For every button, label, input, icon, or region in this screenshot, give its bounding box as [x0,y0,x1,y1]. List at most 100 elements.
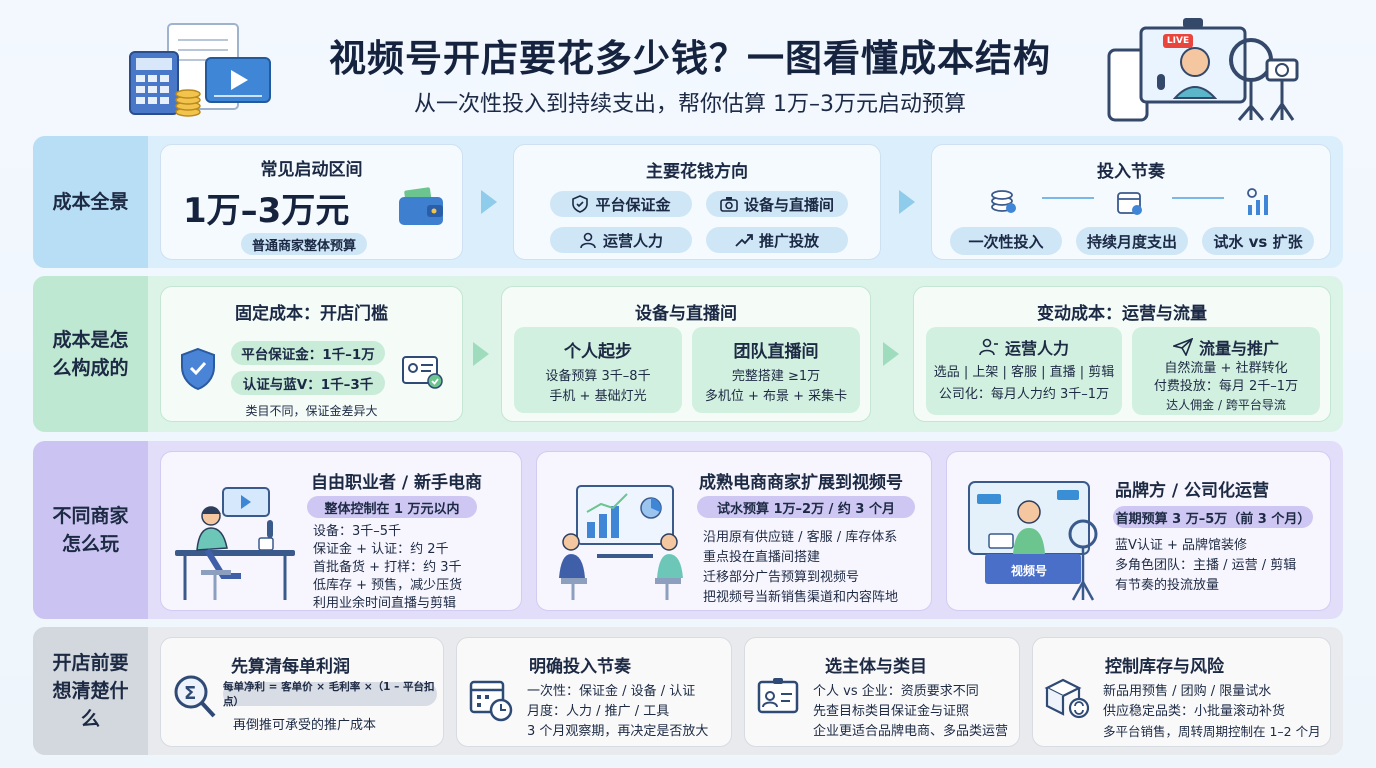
card-inventory: 控制库存与风险 新品用预售 / 团购 / 限量试水 供应稳定品类：小批量滚动补货… [1032,637,1331,747]
card-freelancer: 自由职业者 / 新手电商 整体控制在 1 万元以内 设备：3千–5千 保证金 +… [160,451,522,611]
person-icon [580,232,596,249]
badge-icon [757,676,801,720]
card-title: 变动成本：运营与流量 [1037,304,1207,324]
budget-tag: 试水预算 1万–2万 / 约 3 个月 [697,496,915,518]
sub-line: 达人佣金 / 跨平台导流 [1166,398,1286,412]
pill-trial-vs-expand: 试水 vs 扩张 [1202,227,1314,255]
page-title: 视频号开店要花多少钱？一图看懂成本结构 [329,37,1051,80]
paper-plane-icon [1172,338,1193,356]
live-badge: LIVE [1166,36,1190,46]
sub-line: 完整搭建 ≥1万 [731,369,821,384]
detail-line: 企业更适合品牌电商、多品类运营 [813,724,1009,739]
sub-line: 设备预算 3千–8千 [545,369,651,384]
card-title: 控制库存与风险 [1105,657,1224,677]
detail-line: 新品用预售 / 团购 / 限量试水 [1103,684,1272,699]
pill-deposit-range: 平台保证金：1千–1万 [231,341,385,365]
detail-line: 多平台销售，周转周期控制在 1–2 个月 [1103,724,1321,739]
detail-line: 迁移部分广告预算到视频号 [703,570,860,585]
pill-monthly: 持续月度支出 [1076,227,1188,255]
arrow-icon [883,342,899,366]
sub-line: 多机位 + 布景 + 采集卡 [704,389,848,404]
box-cycle-icon [1043,676,1091,724]
sigma-magnifier-icon: Σ [173,674,217,724]
row-label: 成本全景 [33,136,148,268]
card-title: 先算清每单利润 [231,657,350,677]
card-startup-range: 常见启动区间 1万–3万元 普通商家整体预算 [160,144,463,260]
card-pace: 明确投入节奏 一次性：保证金 / 设备 / 认证 月度：人力 / 推广 / 工具… [456,637,732,747]
sub-line: 公司化：每月人力约 3千–1万 [938,387,1110,402]
sub-personal-start: 个人起步 设备预算 3千–8千 手机 + 基础灯光 [514,327,682,413]
sub-line: 自然流量 + 社群转化 [1164,361,1288,376]
row-label: 成本是怎么构成的 [33,276,148,432]
freelancer-illustration [171,480,301,608]
detail-line: 多角色团队：主播 / 运营 / 剪辑 [1115,558,1297,573]
shield-icon [572,195,589,213]
sub-title: 个人起步 [564,342,632,362]
pill-verification: 认证与蓝V：1千–3千 [231,371,385,395]
sub-line: 手机 + 基础灯光 [549,389,647,404]
card-title: 选主体与类目 [825,657,927,677]
sub-line: 选品 | 上架 | 客服 | 直播 | 剪辑 [933,365,1115,380]
trend-up-icon [735,234,753,247]
card-title: 固定成本：开店门槛 [235,304,388,324]
row-before-opening: 开店前要想清楚什么 Σ 先算清每单利润 每单净利 = 客单价 × 毛利率 ×（1… [33,627,1343,755]
profit-formula: 每单净利 = 客单价 × 毛利率 ×（1 – 平台扣点） [223,681,437,708]
pill-staffing: 运营人力 [550,227,692,253]
detail-line: 设备：3千–5千 [313,524,402,539]
finance-illustration [128,22,278,122]
card-title: 品牌方 / 公司化运营 [1115,481,1270,501]
card-equipment: 设备与直播间 个人起步 设备预算 3千–8千 手机 + 基础灯光 团队直播间 完… [501,286,871,422]
deposit-note: 类目不同，保证金差异大 [245,404,378,418]
shield-icon [179,347,217,395]
detail-line: 把视频号当新销售渠道和内容阵地 [703,590,899,605]
pill-promotion: 推广投放 [706,227,848,253]
detail-line: 有节奏的投流放量 [1115,578,1220,593]
detail-line: 蓝V认证 + 品牌馆装修 [1115,538,1248,553]
detail-line: 月度：人力 / 推广 / 工具 [527,704,670,719]
arrow-icon [473,342,489,366]
detail-line: 重点投在直播间搭建 [703,550,821,565]
card-title: 自由职业者 / 新手电商 [311,473,483,493]
budget-tag: 首期预算 3 万–5万（前 3 个月） [1113,506,1313,528]
coin-stack-icon [990,187,1018,219]
card-title: 投入节奏 [1097,162,1165,182]
card-title: 明确投入节奏 [529,657,631,677]
card-profit: Σ 先算清每单利润 每单净利 = 客单价 × 毛利率 ×（1 – 平台扣点） 再… [160,637,444,747]
detail-line: 一次性：保证金 / 设备 / 认证 [527,684,696,699]
budget-tag: 整体控制在 1 万元以内 [307,496,477,518]
sub-team-studio: 团队直播间 完整搭建 ≥1万 多机位 + 布景 + 采集卡 [692,327,860,413]
budget-note: 普通商家整体预算 [241,233,367,255]
id-card-icon [401,353,445,393]
calendar-clock-icon [469,678,513,726]
card-investment-pace: 投入节奏 一次性投入 持续月度支出 试水 vs 扩张 [931,144,1331,260]
live-stream-illustration: LIVE [1105,16,1305,124]
detail-line: 沿用原有供应链 / 客服 / 库存体系 [703,530,898,545]
team-icon [979,338,998,356]
card-fixed-cost: 固定成本：开店门槛 平台保证金：1千–1万 认证与蓝V：1千–3千 类目不同，保… [160,286,463,422]
sub-line: 付费投放：每月 2千–1万 [1153,379,1299,394]
calendar-icon [1116,189,1144,221]
camera-icon [720,197,738,212]
sub-title: 运营人力 [1004,339,1069,358]
card-title: 常见启动区间 [260,160,363,180]
card-title: 设备与直播间 [635,304,737,324]
team-meeting-illustration [547,482,687,606]
wallet-icon [397,187,445,231]
channel-logo-text: 视频号 [1011,564,1048,578]
arrow-icon [481,190,497,214]
pill-deposit: 平台保证金 [550,191,692,217]
row-label: 开店前要想清楚什么 [33,627,148,755]
card-title: 主要花钱方向 [646,162,748,182]
page-subtitle: 从一次性投入到持续支出，帮你估算 1万–3万元启动预算 [414,92,966,117]
detail-line: 低库存 + 预售，减少压货 [313,578,463,593]
card-variable-cost: 变动成本：运营与流量 运营人力 选品 | 上架 | 客服 | 直播 | 剪辑 公… [913,286,1331,422]
arrow-icon [1042,197,1094,199]
budget-value: 1万–3万元 [183,191,350,231]
card-entity: 选主体与类目 个人 vs 企业：资质要求不同 先查目标类目保证金与证照 企业更适… [744,637,1020,747]
pill-one-time: 一次性投入 [950,227,1062,255]
sub-traffic: 流量与推广 自然流量 + 社群转化 付费投放：每月 2千–1万 达人佣金 / 跨… [1132,327,1320,415]
row-cost-structure: 成本是怎么构成的 固定成本：开店门槛 平台保证金：1千–1万 认证与蓝V：1千–… [33,276,1343,432]
detail-line: 首批备货 + 打样：约 3千 [313,560,462,575]
arrow-icon [1172,197,1224,199]
row-label: 不同商家怎么玩 [33,441,148,619]
